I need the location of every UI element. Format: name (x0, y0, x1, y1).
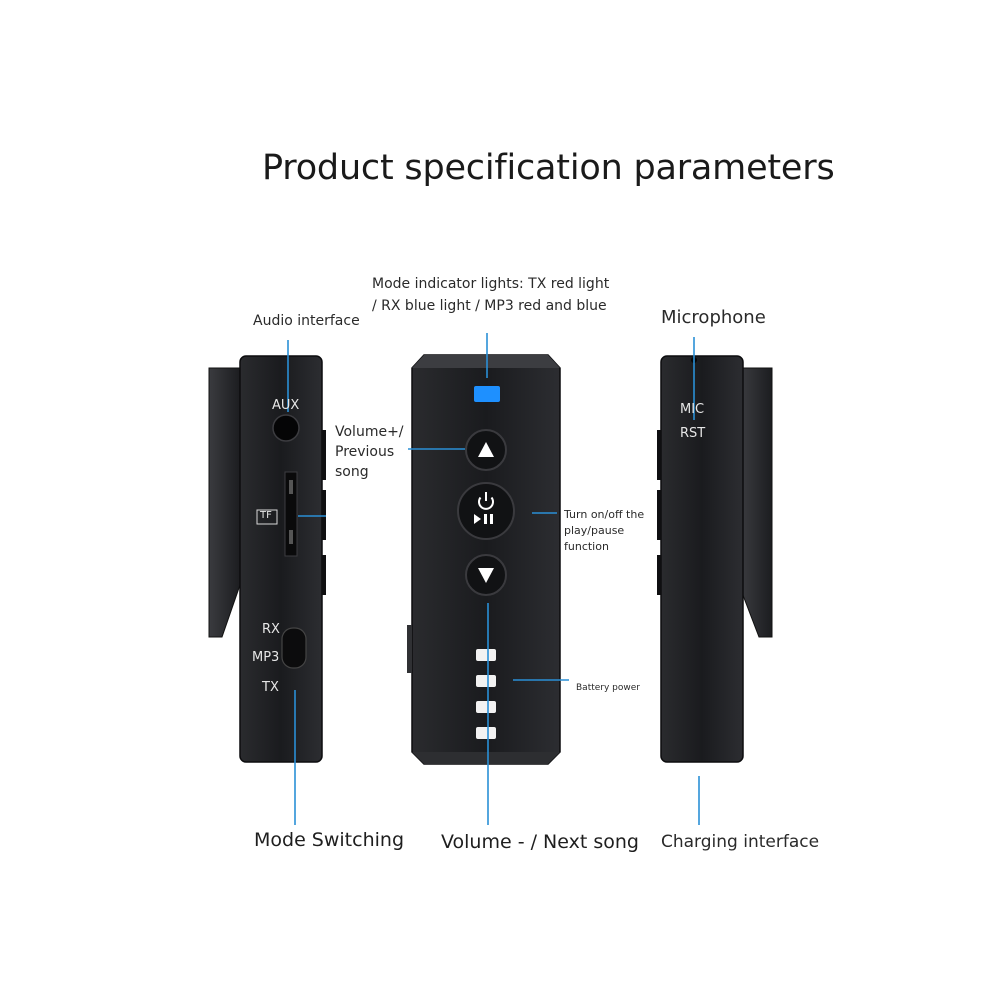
rst-label: RST (680, 426, 706, 441)
battery-segment (476, 675, 496, 687)
battery-indicator (476, 649, 496, 739)
belt-clip-right (740, 367, 773, 638)
mode-indicator-light (474, 386, 500, 402)
mic-label: MIC (680, 402, 705, 417)
side-button-2 (322, 490, 326, 540)
battery-power-label: Battery power (576, 683, 640, 693)
volume-down-button (465, 554, 507, 596)
page-title: Product specification parameters (262, 148, 835, 188)
mode-indicator-label-line2: / RX blue light / MP3 red and blue (372, 298, 607, 314)
tx-label: TX (262, 680, 279, 695)
microphone-label: Microphone (661, 307, 766, 328)
charging-interface-label: Charging interface (661, 832, 820, 852)
volume-up-button (465, 429, 507, 471)
side-button-1 (322, 430, 326, 480)
tf-label: TF (260, 510, 272, 521)
left-device-side-view (208, 355, 326, 763)
mode-switch-slider (281, 627, 307, 669)
tf-card-slot (284, 471, 298, 557)
triangle-down-icon (478, 568, 494, 583)
side-button-3 (322, 555, 326, 595)
power-label-line1: Turn on/off the (564, 508, 645, 521)
rx-label: RX (262, 622, 280, 637)
callout-lines (287, 333, 700, 825)
power-play-pause-icon (478, 492, 494, 510)
mode-switching-label: Mode Switching (254, 829, 405, 851)
volume-plus-label-line2: Previous (335, 444, 395, 460)
belt-clip-left (208, 367, 241, 638)
volume-plus-label-line1: Volume+/ (335, 424, 404, 440)
tf-icon-box (256, 509, 278, 525)
aux-label: AUX (272, 398, 300, 413)
middle-device-front-view (407, 354, 561, 765)
battery-segment (476, 649, 496, 661)
triangle-up-icon (478, 442, 494, 457)
audio-interface-label: Audio interface (253, 313, 360, 329)
battery-segment (476, 701, 496, 713)
aux-jack (272, 414, 300, 442)
volume-plus-label-line3: song (335, 464, 369, 480)
power-label-line2: play/pause (564, 524, 625, 537)
mp3-label: MP3 (252, 650, 280, 665)
volume-minus-label: Volume - / Next song (441, 831, 639, 853)
right-device-side-view (657, 355, 773, 763)
power-play-pause-button (457, 482, 515, 540)
power-label-line3: function (564, 540, 609, 553)
battery-segment (476, 727, 496, 739)
mode-indicator-label-line1: Mode indicator lights: TX red light (372, 276, 610, 292)
